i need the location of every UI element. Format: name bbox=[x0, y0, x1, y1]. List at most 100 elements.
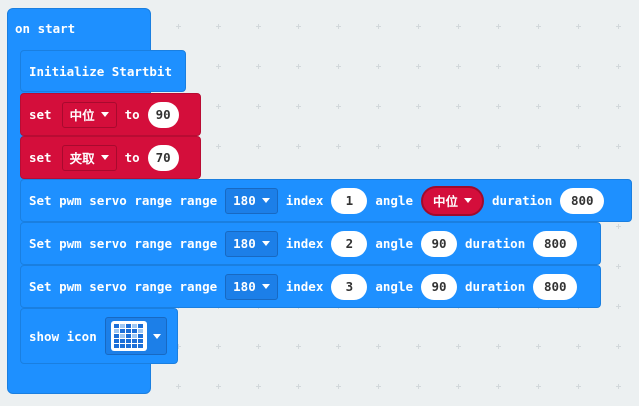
grid-mark bbox=[336, 24, 341, 29]
grid-mark bbox=[576, 344, 581, 349]
led-on bbox=[138, 324, 144, 328]
range-dropdown[interactable]: 180 bbox=[225, 273, 278, 300]
led-on bbox=[114, 334, 120, 338]
angle-variable-dropdown[interactable]: 中位 bbox=[421, 185, 485, 216]
grid-mark bbox=[296, 104, 301, 109]
angle-input[interactable]: 90 bbox=[421, 230, 458, 257]
chevron-down-icon bbox=[464, 198, 473, 203]
grid-mark bbox=[456, 384, 461, 389]
led-on bbox=[132, 339, 138, 343]
led-off bbox=[132, 324, 138, 328]
grid-mark bbox=[456, 344, 461, 349]
grid-mark bbox=[296, 344, 301, 349]
grid-mark bbox=[296, 64, 301, 69]
led-off bbox=[138, 329, 144, 333]
show-icon-block[interactable]: show icon bbox=[20, 308, 178, 364]
grid-mark bbox=[616, 144, 621, 149]
index-input[interactable]: 1 bbox=[331, 187, 368, 214]
variable-name: 夹取 bbox=[69, 151, 95, 166]
angle-input[interactable]: 90 bbox=[421, 273, 458, 300]
grid-mark bbox=[256, 384, 261, 389]
variable-dropdown[interactable]: 夹取 bbox=[61, 144, 117, 171]
angle-variable-name: 中位 bbox=[433, 194, 459, 209]
range-dropdown[interactable]: 180 bbox=[225, 187, 278, 214]
index-label: index bbox=[285, 236, 324, 251]
led-on bbox=[132, 329, 138, 333]
value-input[interactable]: 90 bbox=[147, 101, 179, 128]
grid-mark bbox=[536, 24, 541, 29]
led-off bbox=[120, 334, 126, 338]
grid-mark bbox=[216, 104, 221, 109]
value-input[interactable]: 70 bbox=[147, 144, 179, 171]
grid-mark bbox=[536, 344, 541, 349]
range-value: 180 bbox=[233, 193, 256, 208]
duration-label: duration bbox=[465, 279, 526, 294]
grid-mark bbox=[616, 264, 621, 269]
icon-preview bbox=[110, 321, 147, 351]
servo-block-label: Set pwm servo range range bbox=[29, 193, 218, 208]
grid-mark bbox=[336, 64, 341, 69]
grid-mark bbox=[616, 344, 621, 349]
index-label: index bbox=[285, 193, 324, 208]
chevron-down-icon bbox=[261, 241, 270, 246]
led-on bbox=[114, 324, 120, 328]
grid-mark bbox=[536, 144, 541, 149]
led-on bbox=[126, 324, 132, 328]
grid-mark bbox=[536, 64, 541, 69]
variable-dropdown[interactable]: 中位 bbox=[61, 101, 117, 128]
initialize-startbit-label: Initialize Startbit bbox=[29, 63, 172, 79]
grid-mark bbox=[576, 384, 581, 389]
angle-label: angle bbox=[375, 279, 414, 294]
grid-mark bbox=[456, 64, 461, 69]
grid-mark bbox=[496, 64, 501, 69]
set-variable-block[interactable]: set 夹取 to 70 bbox=[20, 136, 201, 179]
grid-mark bbox=[216, 384, 221, 389]
grid-mark bbox=[216, 24, 221, 29]
led-off bbox=[114, 329, 120, 333]
grid-mark bbox=[496, 344, 501, 349]
range-value: 180 bbox=[233, 236, 256, 251]
grid-mark bbox=[576, 24, 581, 29]
led-on bbox=[138, 344, 144, 348]
grid-mark bbox=[416, 384, 421, 389]
grid-mark bbox=[256, 104, 261, 109]
grid-mark bbox=[616, 224, 621, 229]
grid-mark bbox=[336, 384, 341, 389]
grid-mark bbox=[616, 384, 621, 389]
chevron-down-icon bbox=[100, 112, 109, 117]
grid-mark bbox=[496, 24, 501, 29]
grid-mark bbox=[376, 384, 381, 389]
grid-mark bbox=[376, 104, 381, 109]
set-pwm-servo-block[interactable]: Set pwm servo range range 180 index 1 an… bbox=[20, 179, 632, 222]
index-input[interactable]: 3 bbox=[331, 273, 368, 300]
initialize-startbit-block[interactable]: Initialize Startbit bbox=[20, 50, 186, 92]
icon-dropdown[interactable] bbox=[104, 317, 167, 355]
index-input[interactable]: 2 bbox=[331, 230, 368, 257]
grid-mark bbox=[536, 104, 541, 109]
grid-mark bbox=[376, 144, 381, 149]
range-dropdown[interactable]: 180 bbox=[225, 230, 278, 257]
set-pwm-servo-block[interactable]: Set pwm servo range range 180 index 3 an… bbox=[20, 265, 601, 308]
show-icon-label: show icon bbox=[29, 328, 97, 344]
chevron-down-icon bbox=[261, 198, 270, 203]
duration-label: duration bbox=[465, 236, 526, 251]
grid-mark bbox=[296, 384, 301, 389]
duration-input[interactable]: 800 bbox=[533, 273, 578, 300]
variable-name: 中位 bbox=[69, 108, 95, 123]
grid-mark bbox=[256, 64, 261, 69]
led-on bbox=[132, 344, 138, 348]
set-variable-block[interactable]: set 中位 to 90 bbox=[20, 93, 201, 136]
grid-mark bbox=[456, 144, 461, 149]
led-on bbox=[138, 339, 144, 343]
grid-mark bbox=[576, 144, 581, 149]
duration-input[interactable]: 800 bbox=[533, 230, 578, 257]
set-pwm-servo-block[interactable]: Set pwm servo range range 180 index 2 an… bbox=[20, 222, 601, 265]
grid-mark bbox=[176, 384, 181, 389]
to-keyword: to bbox=[124, 107, 140, 122]
grid-mark bbox=[296, 144, 301, 149]
grid-mark bbox=[256, 24, 261, 29]
duration-input[interactable]: 800 bbox=[560, 187, 605, 214]
led-on bbox=[114, 339, 120, 343]
grid-mark bbox=[376, 344, 381, 349]
range-value: 180 bbox=[233, 279, 256, 294]
